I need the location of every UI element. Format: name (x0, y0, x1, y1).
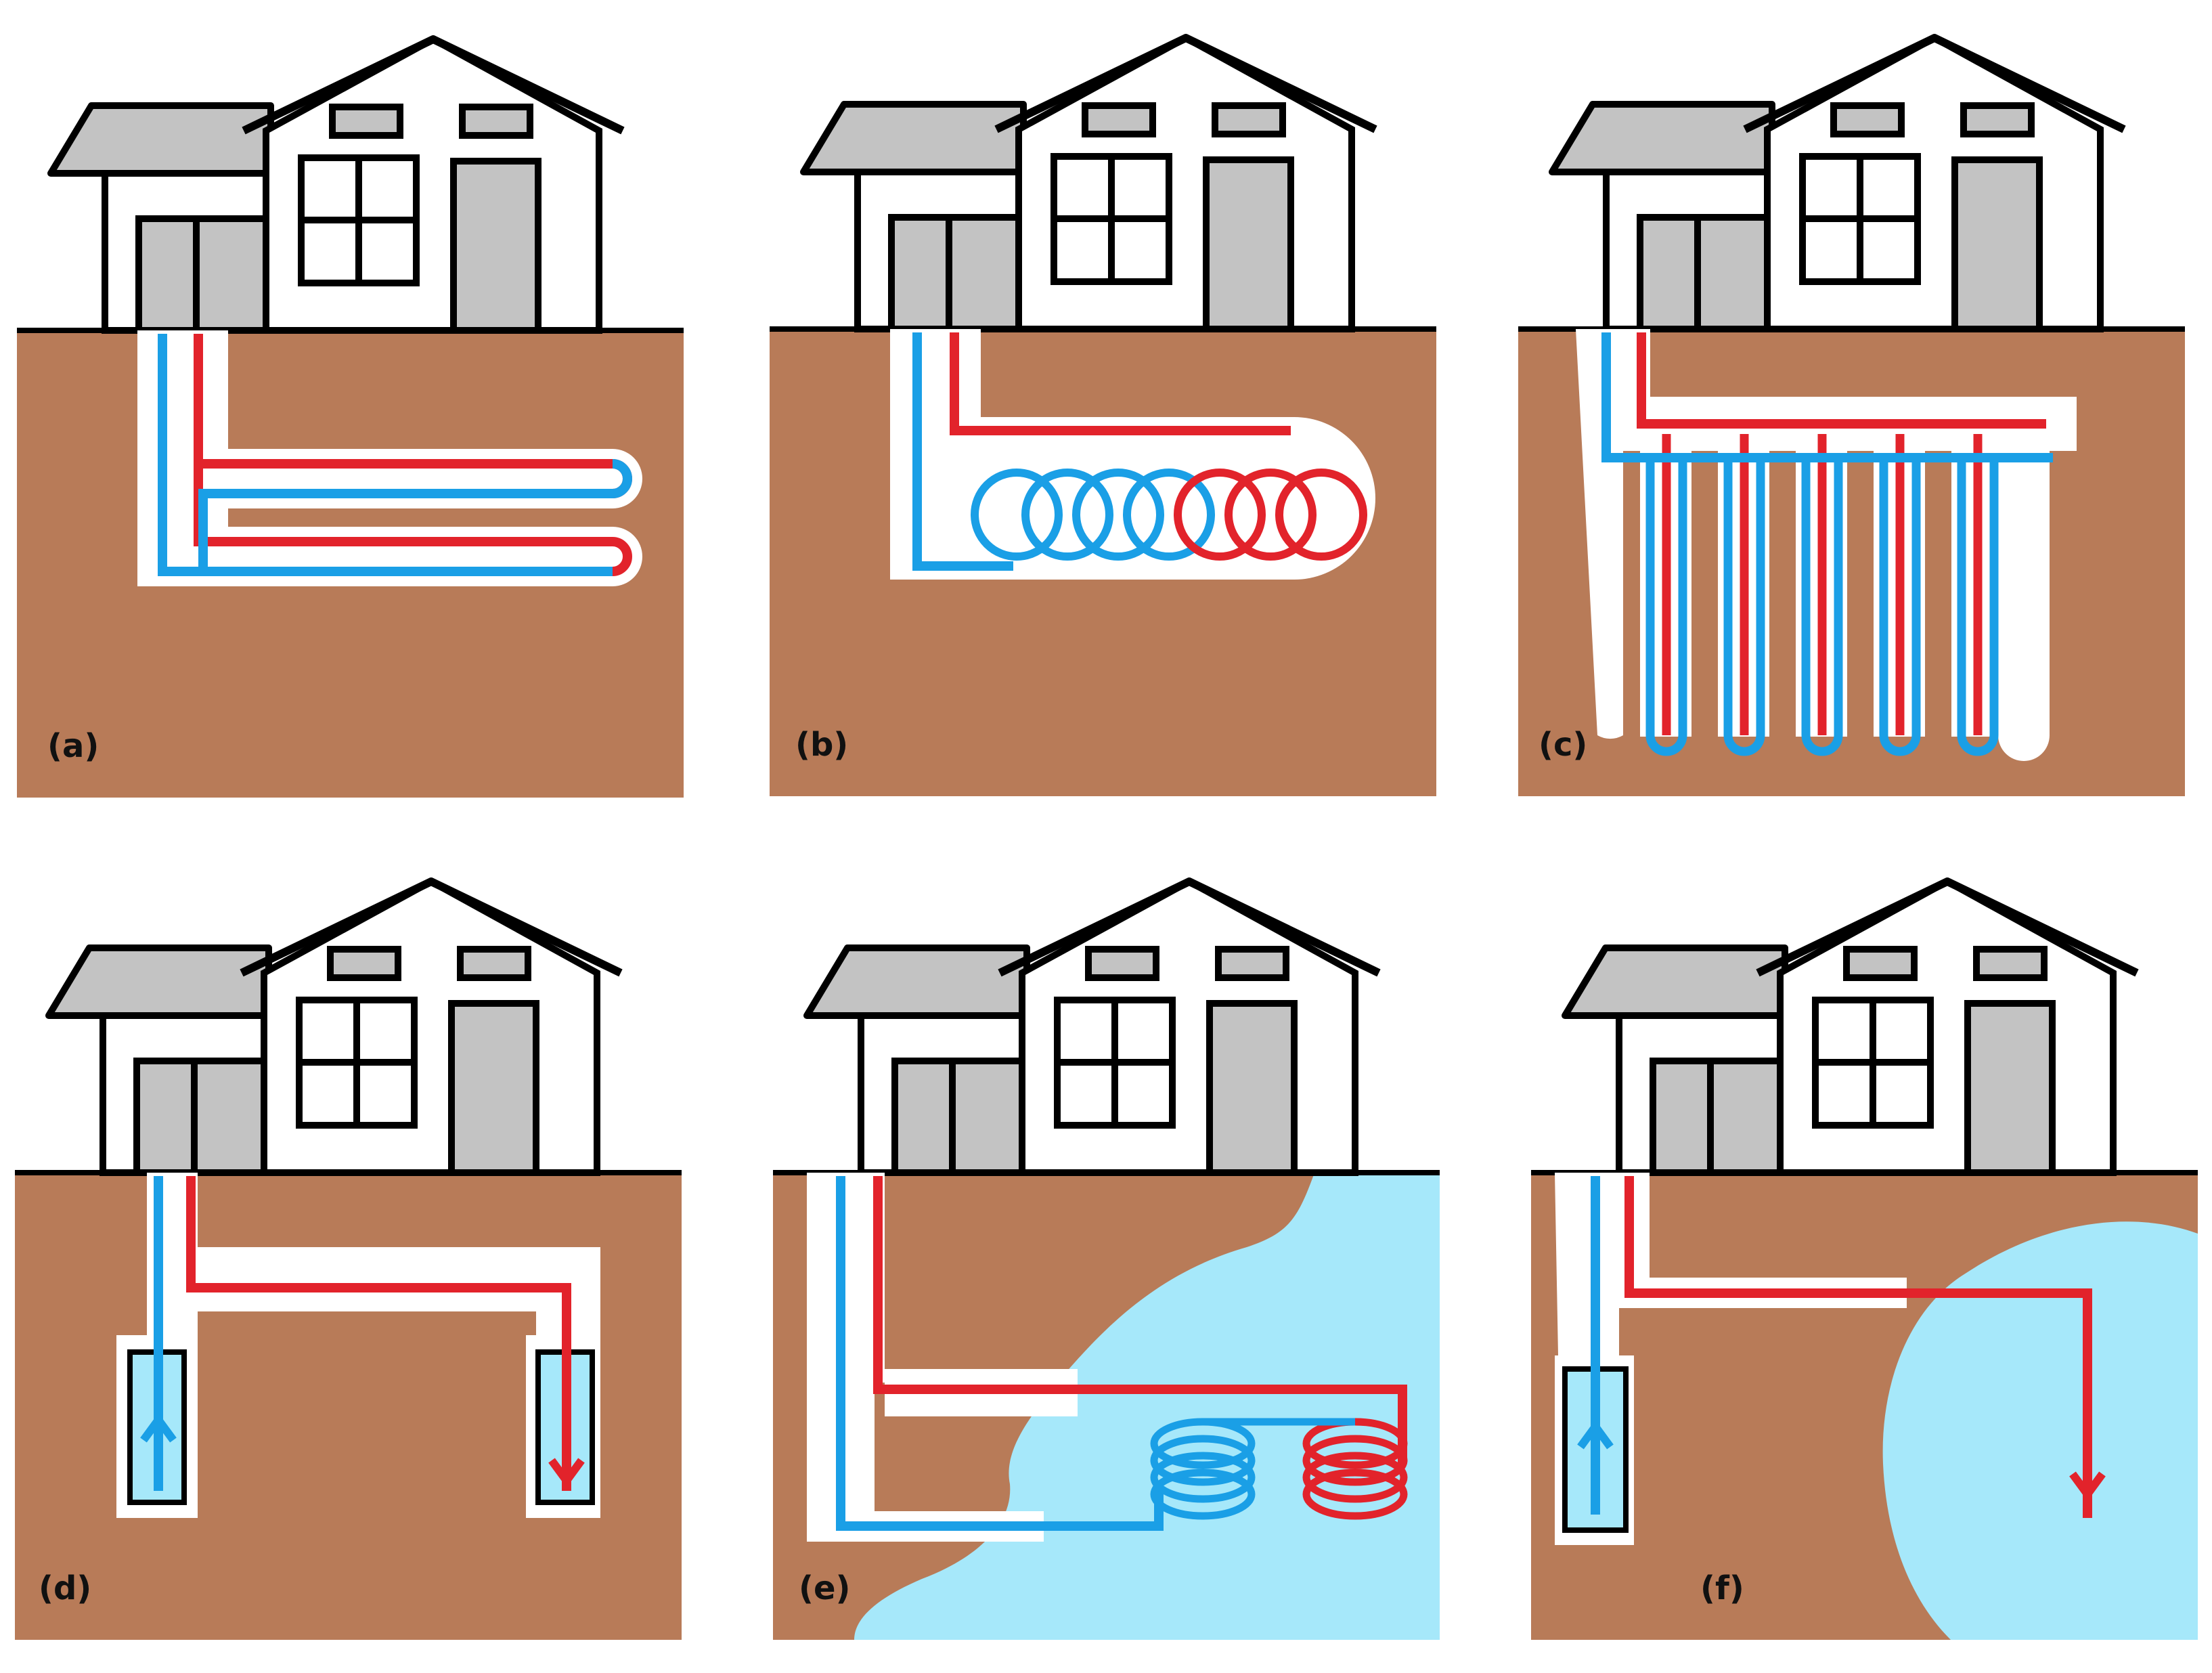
coil-loop-hot (1275, 469, 1367, 561)
panel-c: (c) (1518, 34, 2185, 796)
house (1562, 877, 2139, 1176)
cold-arrow-up (140, 1412, 177, 1443)
garage-door (1650, 1058, 1792, 1176)
garage-roof (1549, 101, 1775, 175)
vent-left (1082, 102, 1156, 137)
coil-loop-hot (1224, 469, 1317, 561)
garage-roof (800, 101, 1027, 175)
house (45, 877, 623, 1176)
cold-arrow-up (1577, 1419, 1614, 1450)
garage-door (133, 1058, 275, 1176)
cold-header-pipe (1601, 332, 2053, 462)
front-door (1951, 156, 2043, 332)
garage-door (891, 1058, 1034, 1176)
panel-d: (d) (15, 877, 682, 1640)
house (800, 34, 1377, 332)
garage-roof (1562, 944, 1788, 1019)
vent-right (1973, 946, 2048, 981)
trench (116, 1173, 600, 1518)
garage-roof (45, 944, 272, 1019)
panel-label: (a) (47, 727, 99, 765)
house (803, 877, 1381, 1176)
front-door (448, 1000, 539, 1176)
garage-door (1637, 214, 1779, 332)
front-door (1206, 1000, 1298, 1176)
vent-right (1215, 946, 1289, 981)
borehole-cold-leg (1957, 458, 1999, 756)
vent-left (329, 104, 403, 139)
vent-right (1212, 102, 1286, 137)
front-door (1964, 1000, 2056, 1176)
garage-door (135, 215, 278, 334)
coil-loop-hot (1174, 469, 1266, 561)
borehole-cold-leg (1723, 458, 1765, 756)
panel-label: (e) (799, 1569, 850, 1607)
borehole-cold-leg (1801, 458, 1843, 756)
aquifer-water (1882, 1221, 2198, 1640)
house-roof (1743, 34, 2126, 133)
coil-loop-cold (1123, 469, 1215, 561)
panel-b: (b) (770, 34, 1436, 796)
hot-pipe (1624, 1176, 2092, 1518)
borehole-field (1576, 329, 2077, 761)
cold-pipe (158, 334, 613, 576)
trench (890, 329, 1375, 580)
vent-left (1830, 102, 1905, 137)
borehole-cold-leg (1645, 458, 1687, 756)
cold-pipe (912, 332, 1013, 571)
pond-coil-hot (1302, 1418, 1408, 1520)
panel-label: (f) (1700, 1569, 1744, 1607)
house-roof (242, 35, 625, 135)
panel-f: (f) (1531, 877, 2198, 1640)
house (47, 35, 625, 334)
vent-right (459, 104, 533, 139)
garage-roof (803, 944, 1030, 1019)
vent-left (327, 946, 401, 981)
vent-left (1085, 946, 1159, 981)
house-roof (1756, 877, 2139, 977)
slinky-coil (971, 469, 1367, 561)
hot-pipe (873, 1176, 1407, 1464)
hot-arrow-down (548, 1458, 585, 1488)
vent-left (1843, 946, 1918, 981)
panel-label: (c) (1539, 726, 1587, 764)
pond-coil-cold (1150, 1418, 1256, 1520)
hot-pipe (186, 1176, 571, 1491)
house-roof (998, 877, 1381, 977)
trench (137, 330, 642, 586)
panel-label: (d) (39, 1569, 91, 1607)
panel-a: (a) (17, 35, 684, 798)
house-roof (240, 877, 623, 977)
vent-right (1960, 102, 2035, 137)
panel-e: (e) (773, 877, 1440, 1640)
house (1549, 34, 2126, 332)
house-roof (994, 34, 1377, 133)
hot-header-pipe (1637, 332, 2046, 429)
panel-label: (b) (795, 726, 848, 764)
garage-door (888, 214, 1030, 332)
coil-loop-cold (971, 469, 1063, 561)
coil-loop-cold (1021, 469, 1113, 561)
cold-pipe-bend (612, 459, 632, 498)
borehole-cold-leg (1879, 458, 1921, 756)
hot-pipe (950, 332, 1291, 435)
front-door (450, 158, 541, 334)
coil-loop-cold (1072, 469, 1164, 561)
front-door (1203, 156, 1294, 332)
vent-right (457, 946, 531, 981)
hot-arrow-down (2069, 1471, 2106, 1502)
garage-roof (47, 102, 274, 177)
